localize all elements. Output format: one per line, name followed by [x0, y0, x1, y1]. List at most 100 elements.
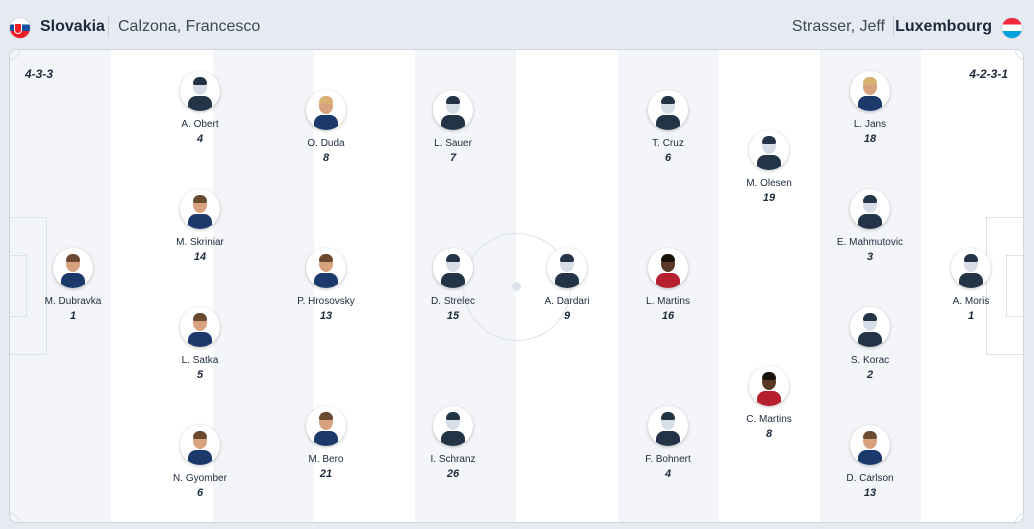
- player-name: A. Dardari: [544, 296, 590, 307]
- player-avatar-icon: [433, 90, 473, 130]
- player-name: A. Obert: [181, 119, 219, 130]
- player-avatar-icon: [180, 307, 220, 347]
- player-name: C. Martins: [746, 414, 792, 425]
- player-avatar-icon: [749, 366, 789, 406]
- player-avatar-icon: [850, 307, 890, 347]
- corner-arc: [1015, 50, 1023, 60]
- player-card[interactable]: E. Mahmutovic 3: [815, 189, 925, 264]
- player-card[interactable]: D. Strelec 15: [398, 248, 508, 323]
- player-avatar-icon: [749, 130, 789, 170]
- player-avatar-icon: [433, 248, 473, 288]
- player-avatar-icon: [648, 406, 688, 446]
- player-card[interactable]: L. Satka 5: [145, 307, 255, 382]
- player-avatar-icon: [951, 248, 991, 288]
- player-name: T. Cruz: [652, 138, 684, 149]
- player-number: 1: [69, 310, 77, 322]
- away-penalty-box: [986, 217, 1023, 355]
- player-number: 1: [967, 310, 975, 322]
- player-avatar-icon: [850, 71, 890, 111]
- player-avatar-icon: [180, 425, 220, 465]
- player-number: 6: [664, 152, 672, 164]
- player-number: 16: [661, 310, 675, 322]
- player-number: 21: [319, 468, 333, 480]
- player-card[interactable]: I. Schranz 26: [398, 406, 508, 481]
- player-name: F. Bohnert: [645, 454, 691, 465]
- player-avatar-icon: [306, 248, 346, 288]
- player-card[interactable]: L. Martins 16: [613, 248, 723, 323]
- player-number: 18: [863, 133, 877, 145]
- player-number: 8: [765, 428, 773, 440]
- player-avatar-icon: [180, 189, 220, 229]
- player-number: 4: [664, 468, 672, 480]
- player-number: 14: [193, 251, 207, 263]
- player-number: 13: [319, 310, 333, 322]
- corner-arc: [1015, 513, 1023, 522]
- player-name: L. Sauer: [434, 138, 472, 149]
- home-penalty-box: [10, 217, 47, 355]
- player-number: 2: [866, 369, 874, 381]
- home-goal-area: [10, 255, 27, 317]
- player-avatar-icon: [306, 406, 346, 446]
- player-card[interactable]: L. Jans 18: [815, 71, 925, 146]
- player-name: L. Satka: [181, 355, 219, 366]
- player-number: 4: [196, 133, 204, 145]
- pitch: 4-3-3 4-2-3-1 M. Dubravka 1 A. Obert 4 M…: [9, 49, 1024, 523]
- player-name: S. Korac: [850, 355, 890, 366]
- player-number: 6: [196, 487, 204, 499]
- player-card[interactable]: M. Dubravka 1: [18, 248, 128, 323]
- player-name: M. Skriniar: [176, 237, 224, 248]
- player-name: L. Martins: [646, 296, 690, 307]
- player-name: L. Jans: [853, 119, 887, 130]
- player-name: M. Dubravka: [44, 296, 102, 307]
- player-card[interactable]: C. Martins 8: [714, 366, 824, 441]
- player-number: 13: [863, 487, 877, 499]
- player-avatar-icon: [850, 189, 890, 229]
- player-avatar-icon: [648, 90, 688, 130]
- away-coach-name[interactable]: Strasser, Jeff: [791, 18, 885, 35]
- player-name: P. Hrosovsky: [297, 296, 355, 307]
- player-card[interactable]: F. Bohnert 4: [613, 406, 723, 481]
- player-card[interactable]: N. Gyomber 6: [145, 425, 255, 500]
- player-avatar-icon: [547, 248, 587, 288]
- player-name: M. Bero: [308, 454, 344, 465]
- away-separator: [893, 16, 894, 38]
- slovakia-flag-icon: [9, 17, 31, 39]
- player-avatar-icon: [850, 425, 890, 465]
- player-name: D. Carlson: [846, 473, 894, 484]
- player-card[interactable]: O. Duda 8: [271, 90, 381, 165]
- center-spot: [512, 282, 521, 291]
- player-card[interactable]: A. Obert 4: [145, 71, 255, 146]
- player-card[interactable]: P. Hrosovsky 13: [271, 248, 381, 323]
- player-number: 26: [446, 468, 460, 480]
- player-avatar-icon: [306, 90, 346, 130]
- luxembourg-flag-icon: [1001, 17, 1023, 39]
- away-team-name[interactable]: Luxembourg: [895, 18, 992, 35]
- player-card[interactable]: L. Sauer 7: [398, 90, 508, 165]
- away-formation: 4-2-3-1: [969, 67, 1008, 81]
- player-number: 8: [322, 152, 330, 164]
- player-card[interactable]: M. Bero 21: [271, 406, 381, 481]
- home-coach-name[interactable]: Calzona, Francesco: [118, 18, 261, 35]
- player-card[interactable]: M. Olesen 19: [714, 130, 824, 205]
- away-goal-area: [1006, 255, 1023, 317]
- pitch-stripe: [213, 50, 314, 522]
- player-avatar-icon: [53, 248, 93, 288]
- player-name: O. Duda: [307, 138, 345, 149]
- player-name: M. Olesen: [746, 178, 792, 189]
- player-name: E. Mahmutovic: [836, 237, 904, 248]
- player-card[interactable]: M. Skriniar 14: [145, 189, 255, 264]
- player-card[interactable]: D. Carlson 13: [815, 425, 925, 500]
- player-number: 9: [563, 310, 571, 322]
- player-name: I. Schranz: [430, 454, 476, 465]
- player-card[interactable]: T. Cruz 6: [613, 90, 723, 165]
- player-number: 5: [196, 369, 204, 381]
- player-card[interactable]: A. Dardari 9: [512, 248, 622, 323]
- player-name: A. Moris: [952, 296, 990, 307]
- player-card[interactable]: S. Korac 2: [815, 307, 925, 382]
- home-team-name[interactable]: Slovakia: [40, 18, 105, 35]
- home-separator: [108, 16, 109, 38]
- player-name: D. Strelec: [431, 296, 475, 307]
- player-name: N. Gyomber: [173, 473, 227, 484]
- lineup-header: Slovakia Calzona, Francesco Strasser, Je…: [0, 0, 1034, 50]
- player-card[interactable]: A. Moris 1: [916, 248, 1023, 323]
